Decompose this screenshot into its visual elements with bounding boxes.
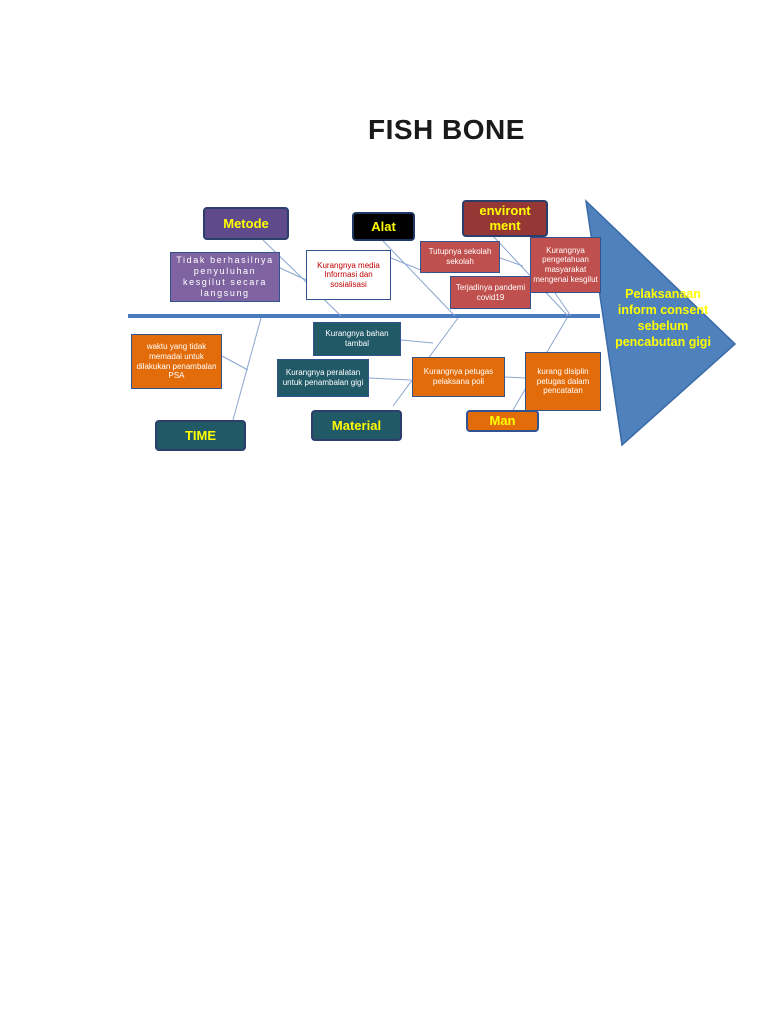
category-man: Man — [466, 410, 539, 432]
connector-material-2 — [368, 377, 412, 381]
cause-material-peralatan: Kurangnya peralatan untuk penambalan gig… — [277, 359, 369, 397]
fish-head-arrow — [584, 198, 736, 447]
category-metode: Metode — [203, 207, 289, 240]
bone-alat — [382, 240, 456, 317]
fishbone-slide: FISH BONE Pelaksanaan inform consent seb… — [93, 88, 736, 496]
cause-material-bahan: Kurangnya bahan tambal — [313, 322, 401, 356]
cause-env-pandemi: Terjadinya pandemi covid19 — [450, 276, 531, 309]
category-material: Material — [311, 410, 402, 441]
cause-man-disiplin: kurang disiplin petugas dalam pencatatan — [525, 352, 601, 411]
cause-env-pengetahuan: Kurangnya pengetahuan masyarakat mengena… — [530, 237, 601, 293]
category-alat: Alat — [352, 212, 415, 241]
cause-metode-penyuluhan: Tidak berhasilnya penyuluhan kesgilut se… — [170, 252, 280, 302]
connector-env-1 — [499, 257, 524, 267]
connector-time — [221, 355, 249, 371]
cause-alat-media: Kurangnya media Informasi dan sosialisas… — [306, 250, 391, 300]
fishbone-skeleton — [128, 198, 736, 447]
cause-time-waktu: waktu yang tidak memadai untuk dilakukan… — [131, 334, 222, 389]
diagram-title: FISH BONE — [368, 114, 525, 145]
connector-man-1 — [504, 376, 526, 379]
cause-env-sekolah: Tutupnya sekolah sekolah — [420, 241, 500, 273]
category-environment: environt ment — [462, 200, 548, 237]
fish-head-label: Pelaksanaan inform consent sebelum penca… — [615, 287, 711, 349]
connector-material-1 — [400, 339, 434, 344]
category-time: TIME — [155, 420, 246, 451]
cause-man-petugas: Kurangnya petugas pelaksana poli — [412, 357, 505, 397]
